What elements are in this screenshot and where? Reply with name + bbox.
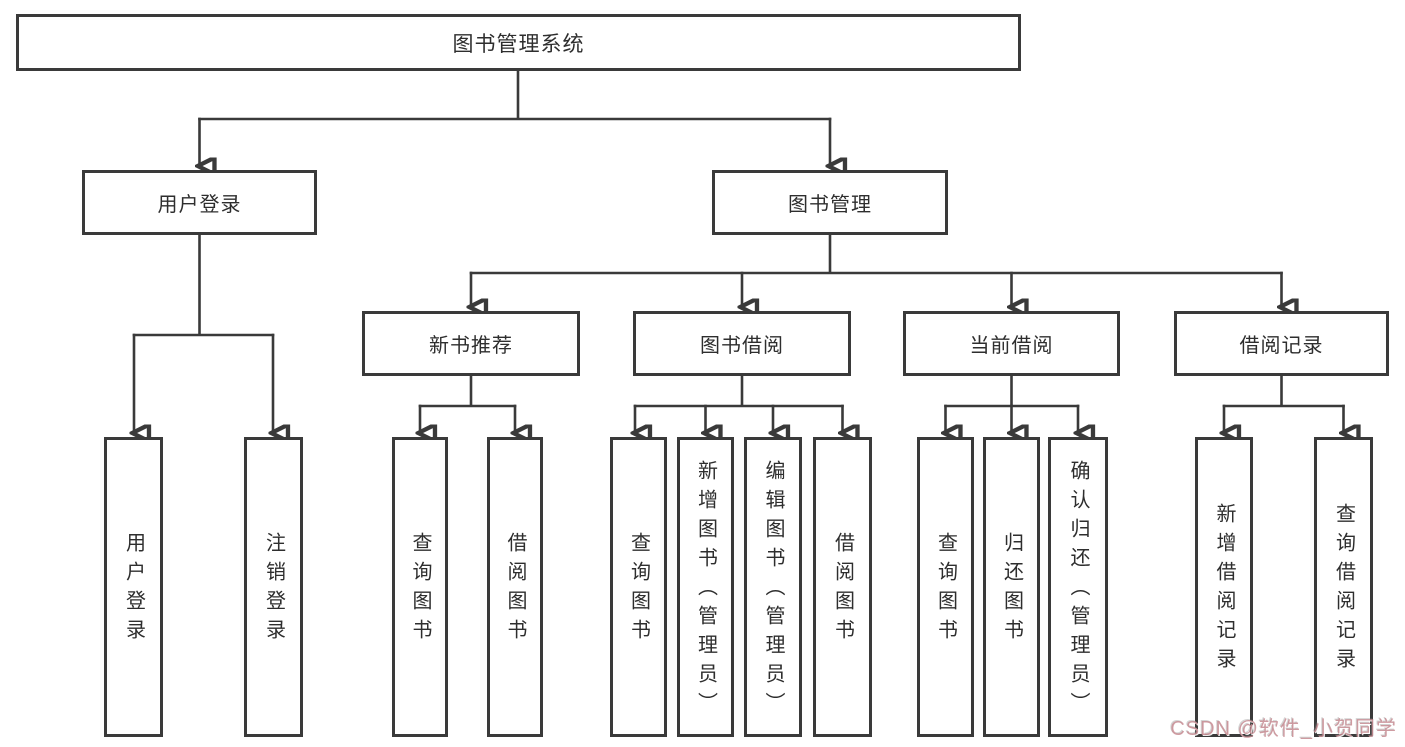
node-borrow-record: 借阅记录 [1174,311,1389,376]
leaf-newbook-query-books: 查询图书 [392,437,448,737]
node-current-borrow: 当前借阅 [903,311,1120,376]
connector-bookmgmt-to-level3 [471,233,1282,307]
connector-root-to-level2 [200,69,831,166]
leaf-borrow-add-books-admin-label: 新增图书（管理员） [694,459,717,721]
node-new-book-recommend: 新书推荐 [362,311,580,376]
connector-bookborrow-to-leaves [635,374,843,433]
leaf-borrow-add-books-admin: 新增图书（管理员） [677,437,734,737]
node-book-borrow-label: 图书借阅 [700,335,784,357]
node-book-management: 图书管理 [712,170,948,235]
node-new-book-recommend-label: 新书推荐 [429,335,513,357]
node-book-borrow: 图书借阅 [633,311,851,376]
leaf-newbook-borrow-books-label: 借阅图书 [504,532,526,648]
connector-newbook-to-leaves [420,374,515,433]
leaf-current-confirm-return-admin-label: 确认归还（管理员） [1067,459,1089,721]
leaf-current-query-books-label: 查询图书 [934,532,957,648]
leaf-borrow-edit-books-admin-label: 编辑图书（管理员） [762,459,784,721]
leaf-borrow-query-books-label: 查询图书 [627,532,650,648]
leaf-record-query-borrow-record: 查询借阅记录 [1314,437,1373,737]
leaf-borrow-query-books: 查询图书 [610,437,667,737]
node-user-login: 用户登录 [82,170,317,235]
leaf-logout-login: 注销登录 [244,437,303,737]
leaf-record-add-borrow-record-label: 新增借阅记录 [1213,503,1235,677]
node-root-system-label: 图书管理系统 [452,32,585,56]
connector-currentborrow-to-leaves [946,374,1079,433]
leaf-record-query-borrow-record-label: 查询借阅记录 [1332,503,1355,677]
leaf-logout-login-label: 注销登录 [262,532,285,648]
leaf-borrow-edit-books-admin: 编辑图书（管理员） [744,437,802,737]
node-user-login-label: 用户登录 [157,194,242,216]
leaf-user-login-label: 用户登录 [122,532,145,648]
leaf-newbook-borrow-books: 借阅图书 [487,437,543,737]
node-book-management-label: 图书管理 [788,194,872,216]
node-root-system: 图书管理系统 [16,14,1021,71]
csdn-watermark: CSDN @软件_小贺同学 [1170,718,1397,740]
node-current-borrow-label: 当前借阅 [969,335,1054,357]
connector-borrowrecord-to-leaves [1224,374,1344,433]
leaf-record-add-borrow-record: 新增借阅记录 [1195,437,1253,737]
leaf-borrow-borrow-books: 借阅图书 [813,437,872,737]
leaf-newbook-query-books-label: 查询图书 [409,532,431,648]
connector-userlogin-to-leaves [134,233,273,433]
leaf-borrow-borrow-books-label: 借阅图书 [831,532,854,648]
leaf-current-return-books: 归还图书 [983,437,1040,737]
leaf-user-login: 用户登录 [104,437,163,737]
leaf-current-query-books: 查询图书 [917,437,974,737]
leaf-current-return-books-label: 归还图书 [1000,532,1023,648]
leaf-current-confirm-return-admin: 确认归还（管理员） [1048,437,1108,737]
node-borrow-record-label: 借阅记录 [1239,335,1324,357]
